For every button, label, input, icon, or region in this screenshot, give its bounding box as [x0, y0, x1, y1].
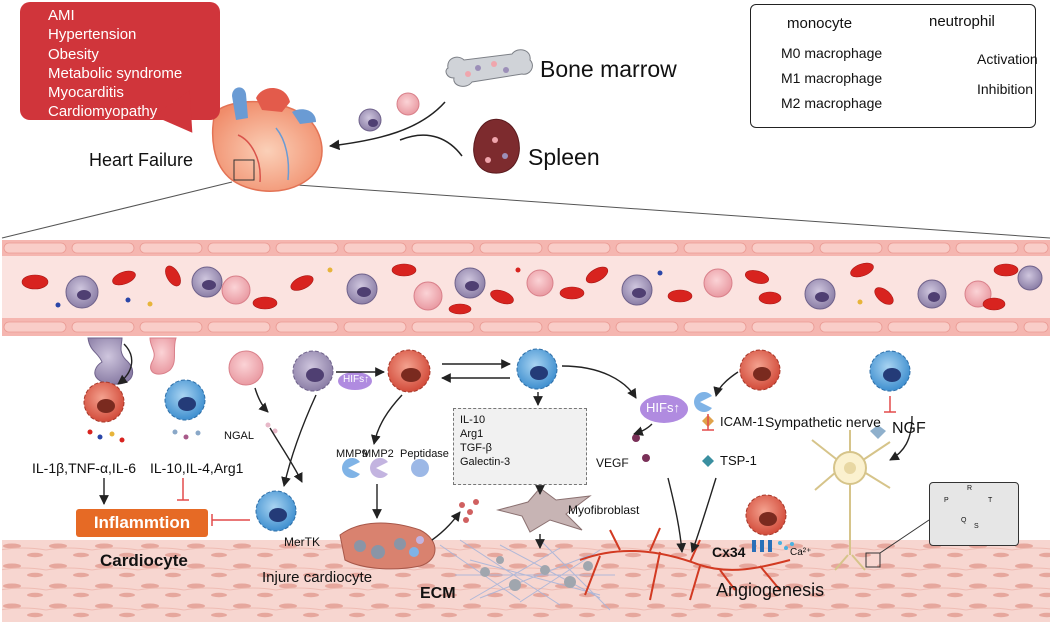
risk-factor-item: Metabolic syndrome — [48, 64, 183, 82]
arrow-to-heart — [328, 101, 446, 151]
ecg-label-q: Q — [961, 517, 967, 524]
risk-factor-item: Myocarditis — [48, 84, 124, 102]
hifs-bubble-small — [338, 372, 372, 390]
injured-cardiocyte — [339, 522, 436, 570]
cardiocyte-label: Cardiocyte — [100, 551, 188, 570]
factor-il10: IL-10 — [460, 414, 486, 426]
risk-factor-item: AMI — [48, 7, 75, 24]
arrow-mono-to-m1 — [117, 343, 133, 385]
peptidase-label: Peptidase — [400, 448, 449, 460]
arrow-hifs-to-vegf — [633, 423, 653, 436]
angiogenesis-label: Angiogenesis — [716, 580, 825, 600]
ecm-fibers — [439, 539, 615, 611]
arrow-neut-to-ngal — [254, 387, 269, 413]
risk-factor-item: Obesity — [48, 45, 99, 63]
mmp2-label: MMP2 — [362, 448, 394, 460]
risk-factor-item: Hypertension — [48, 26, 137, 44]
legend-m1-label: M1 macrophage — [781, 70, 883, 86]
m2-cytokines-label: IL-10,IL-4,Arg1 — [150, 460, 244, 476]
myocardial-tissue — [2, 540, 1050, 622]
vessel-cells — [21, 262, 1043, 315]
mertk-label: MerTK — [284, 535, 320, 549]
arrow-to-angio-right — [690, 477, 717, 553]
legend-m2-label: M2 macrophage — [781, 95, 883, 111]
heart-illustration — [211, 87, 323, 192]
arrow-m1-to-mmp2 — [371, 394, 403, 445]
spleen-illustration — [473, 118, 520, 174]
ecg-label-p: P — [944, 497, 949, 504]
vegf-label: VEGF — [596, 456, 629, 470]
arrow-m0-to-mertk — [281, 394, 317, 487]
myofibroblast-label: Myofibroblast — [568, 503, 640, 517]
spleen-label: Spleen — [528, 144, 600, 170]
ecg-label-t: T — [988, 497, 993, 504]
zoom-line-left — [1, 181, 233, 239]
injure-cardiocyte-label: Injure cardiocyte — [262, 569, 373, 586]
arrow-m1-to-enzyme — [713, 371, 739, 397]
factor-galectin3: Galectin-3 — [460, 456, 511, 468]
ecm-deposits — [480, 556, 593, 591]
cx34-channel — [752, 540, 794, 552]
risk-factor-callout: AMI Hypertension Obesity Metabolic syndr… — [20, 2, 220, 120]
ngf-label: NGF — [892, 420, 926, 437]
ecg-label-s: S — [974, 523, 979, 530]
ngal-label: NGAL — [224, 430, 254, 442]
extravasating-neutrophil — [149, 337, 177, 375]
mmp9-label: MMP9 — [336, 448, 368, 460]
factor-tgfb: TGF-β — [460, 442, 492, 454]
calcium-label: Ca²⁺ — [790, 547, 812, 558]
inflammation-box: Inflammtion — [76, 509, 208, 537]
vessel-wall-bottom — [2, 318, 1050, 336]
risk-factor-list: AMI Hypertension Obesity Metabolic syndr… — [48, 6, 182, 122]
bone-marrow-label: Bone marrow — [540, 56, 677, 82]
legend-monocyte-label: monocyte — [787, 15, 853, 32]
risk-factor-item: Cardiomyopathy — [48, 103, 158, 121]
legend-activation-label: Activation — [977, 51, 1038, 67]
ecg-inset: P R Q S T — [929, 482, 1019, 546]
sympathetic-nerve-label: Sympathetic nerve — [765, 414, 881, 430]
arrow-ngf-to-nerve — [889, 415, 913, 461]
hifs-bubble-large — [640, 395, 688, 423]
tsp-label: TSP-1 — [720, 453, 757, 468]
legend-neutrophil-label: neutrophil — [929, 13, 995, 30]
m1-cytokines-label: IL-1β,TNF-α,IL-6 — [32, 460, 137, 476]
arrow-injury-to-ecm — [431, 511, 461, 541]
legend: monocyte neutrophil M0 macrophage M1 mac… — [750, 4, 1038, 128]
hifs-large-label: HIFs↑ — [646, 400, 680, 415]
arrow-to-angio-left — [667, 477, 687, 553]
branch-from-spleen — [399, 134, 463, 157]
legend-m0-label: M0 macrophage — [781, 45, 883, 61]
circulating-neutrophil — [396, 92, 420, 116]
bone-marrow-illustration — [445, 49, 533, 87]
icam-label: ICAM-1 — [720, 414, 765, 429]
arrow-ngal-to-mertk — [269, 427, 303, 483]
factor-arg1: Arg1 — [460, 428, 484, 440]
macrophages — [83, 348, 911, 536]
vessel-wall-top — [2, 240, 1050, 256]
zoom-line-right — [254, 181, 1051, 239]
ecg-label-r: R — [967, 485, 973, 492]
cx34-label: Cx34 — [712, 544, 746, 560]
m2-secreted-factors-box: IL-10 Arg1 TGF-β Galectin-3 — [453, 408, 587, 485]
arrow-m2-to-hifs — [561, 365, 637, 399]
legend-inhibition-label: Inhibition — [977, 81, 1034, 97]
enzymes — [342, 392, 886, 479]
heart-failure-label: Heart Failure — [89, 150, 194, 170]
sympathetic-neuron — [811, 430, 891, 571]
hifs-small-label: HIFs↑ — [343, 374, 370, 385]
ecm-label: ECM — [420, 585, 456, 602]
